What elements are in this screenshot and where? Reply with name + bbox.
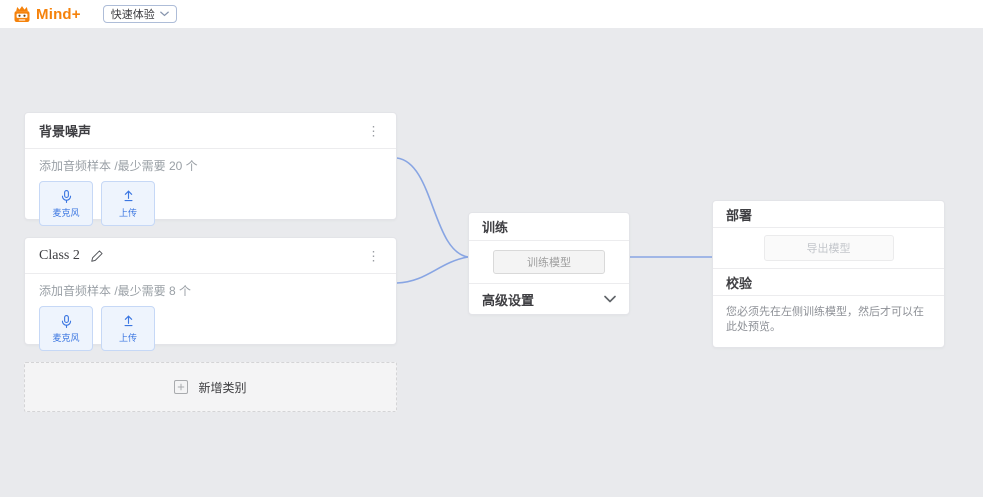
mindplus-logo: Mind+ xyxy=(12,5,81,24)
quick-experience-dropdown[interactable]: 快速体验 xyxy=(102,5,177,23)
kebab-menu-icon[interactable]: ⋮ xyxy=(367,248,380,263)
upload-button[interactable]: 上传 xyxy=(101,181,155,226)
deploy-card: 部署 导出模型 校验 您必须先在左侧训练模型，然后才可以在此处预览。 xyxy=(712,200,945,348)
upload-button[interactable]: 上传 xyxy=(101,306,155,351)
preview-title: 校验 xyxy=(726,275,753,291)
microphone-label: 麦克风 xyxy=(52,332,80,343)
advanced-settings-label: 高级设置 xyxy=(482,292,535,308)
class-title: 背景噪声 xyxy=(39,124,92,139)
train-model-button[interactable]: 训练模型 xyxy=(493,250,605,274)
upload-icon xyxy=(121,314,136,329)
add-category-label: 新增类别 xyxy=(198,380,247,395)
microphone-button[interactable]: 麦克风 xyxy=(39,181,93,226)
deploy-header: 部署 xyxy=(713,201,944,228)
chevron-down-icon xyxy=(159,11,169,17)
training-title: 训练 xyxy=(482,220,509,235)
advanced-settings-row[interactable]: 高级设置 xyxy=(469,284,629,314)
class-card-body: 添加音频样本 /最少需要 8 个 麦克风 xyxy=(25,274,396,351)
class-card-body: 添加音频样本 /最少需要 20 个 麦克风 xyxy=(25,149,396,226)
kebab-menu-icon[interactable]: ⋮ xyxy=(367,123,380,138)
microphone-icon xyxy=(59,314,74,329)
add-category-button[interactable]: 新增类别 xyxy=(24,362,397,412)
export-button-area: 导出模型 xyxy=(713,228,944,269)
training-header: 训练 xyxy=(469,213,629,241)
sample-hint: 添加音频样本 /最少需要 8 个 xyxy=(39,284,192,298)
class-title: Class 2 xyxy=(39,247,80,263)
robot-logo-icon xyxy=(12,5,32,24)
microphone-button[interactable]: 麦克风 xyxy=(39,306,93,351)
preview-message: 您必须先在左侧训练模型，然后才可以在此处预览。 xyxy=(726,306,924,334)
microphone-label: 麦克风 xyxy=(52,207,80,218)
logo-text: Mind+ xyxy=(36,5,81,23)
class-card-background-noise: 背景噪声 ⋮ 添加音频样本 /最少需要 20 个 麦克风 xyxy=(24,112,397,226)
sample-hint: 添加音频样本 /最少需要 20 个 xyxy=(39,159,198,173)
chevron-down-icon xyxy=(604,295,616,303)
training-card: 训练 训练模型 高级设置 xyxy=(468,212,630,315)
class-card-header: Class 2 ⋮ xyxy=(25,238,396,274)
top-bar: Mind+ 快速体验 xyxy=(0,0,983,28)
plus-box-icon xyxy=(174,380,189,394)
workflow-canvas: 背景噪声 ⋮ 添加音频样本 /最少需要 20 个 麦克风 xyxy=(0,28,983,497)
deploy-title: 部署 xyxy=(726,207,753,223)
microphone-icon xyxy=(59,189,74,204)
edit-pencil-icon[interactable] xyxy=(90,249,104,263)
upload-label: 上传 xyxy=(118,332,137,343)
train-button-area: 训练模型 xyxy=(469,241,629,284)
upload-icon xyxy=(121,189,136,204)
quick-experience-label: 快速体验 xyxy=(110,9,155,21)
connector-lines xyxy=(396,157,712,284)
class-card-header: 背景噪声 ⋮ xyxy=(25,113,396,149)
bottom-strip xyxy=(0,497,983,499)
class-card-class-2: Class 2 ⋮ 添加音频样本 /最少需要 8 个 xyxy=(24,237,397,351)
upload-label: 上传 xyxy=(118,207,137,218)
preview-header: 校验 xyxy=(713,269,944,296)
export-model-button[interactable]: 导出模型 xyxy=(763,235,894,261)
